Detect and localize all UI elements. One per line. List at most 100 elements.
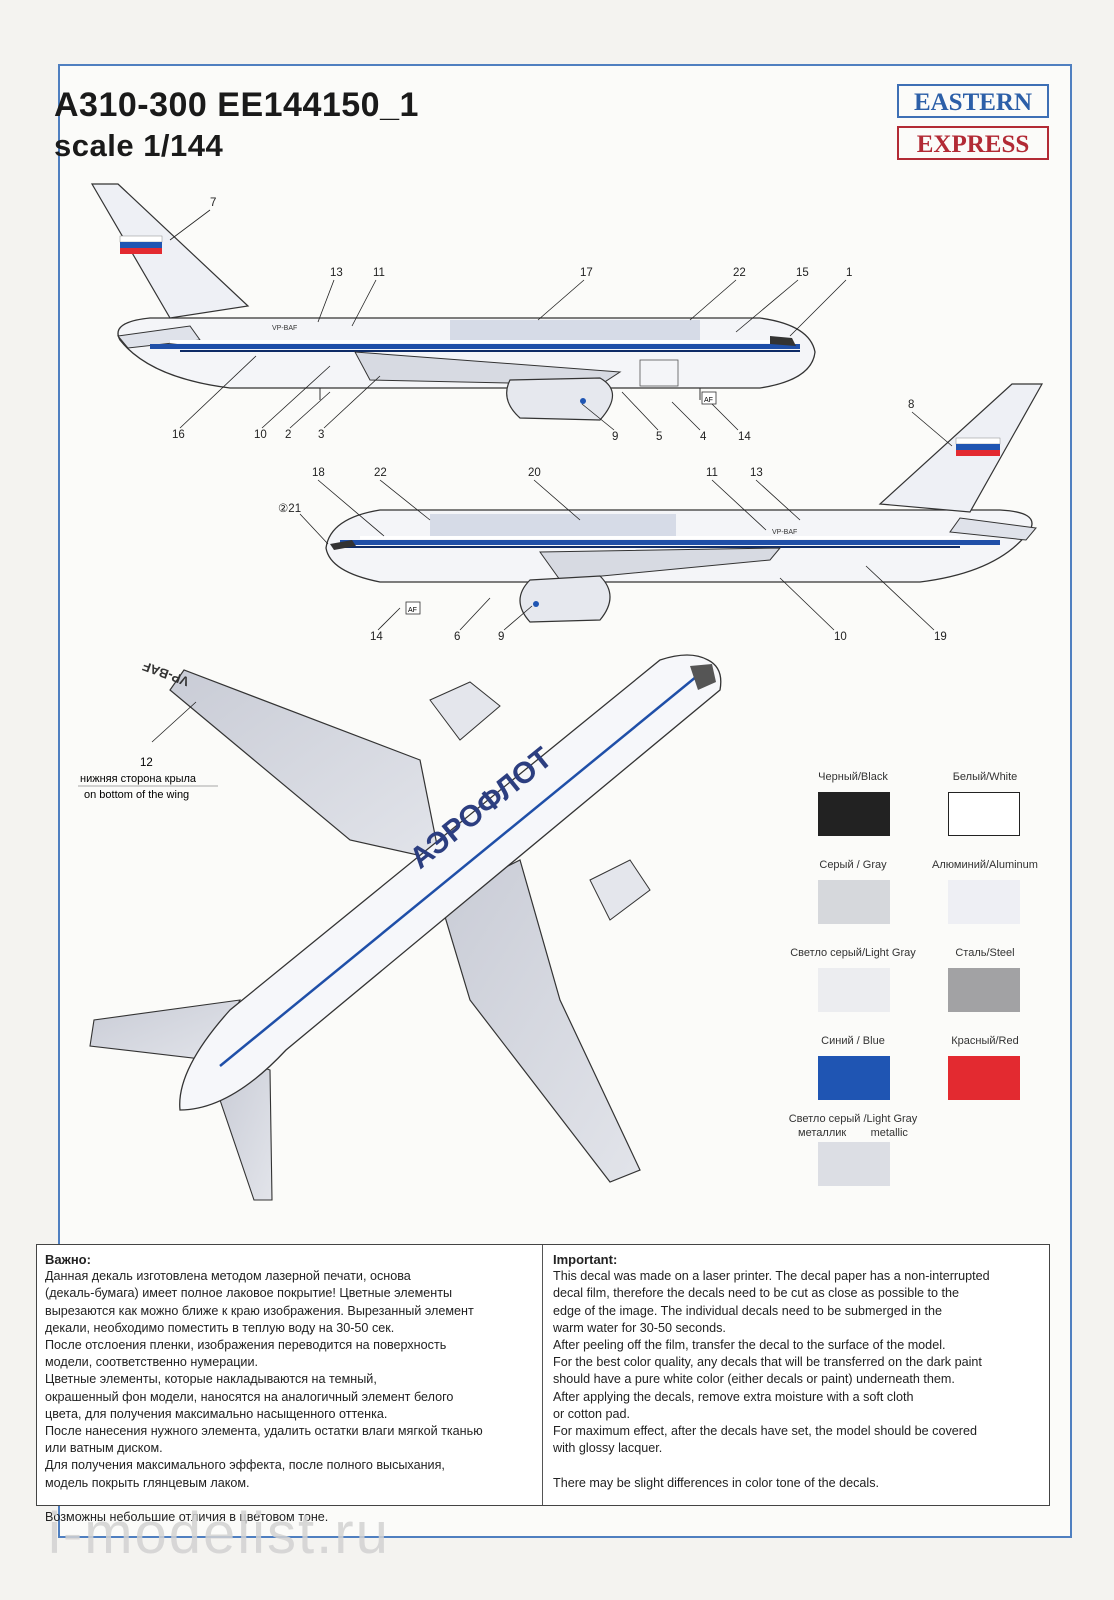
color-label-light-gray: Светло серый/Light Gray <box>790 947 916 959</box>
instruction-line <box>553 1457 1043 1474</box>
tail-fin-1 <box>90 183 250 319</box>
callout: 11 <box>373 267 385 279</box>
instruction-line: Данная декаль изготовлена методом лазерн… <box>45 1269 411 1284</box>
color-swatch-blue <box>818 1056 890 1100</box>
instruction-line: should have a pure white color (either d… <box>553 1372 955 1387</box>
color-swatch-gray <box>818 880 890 924</box>
instruction-line: Для получения максимального эффекта, пос… <box>45 1458 445 1473</box>
instruction-line: окрашенный фон модели, наносятся на анал… <box>45 1389 454 1404</box>
color-swatch-steel <box>948 968 1020 1012</box>
registration-1: VP-BAF <box>272 325 297 332</box>
callout: 2 <box>285 429 291 441</box>
color-label-red: Красный/Red <box>951 1035 1019 1047</box>
instruction-line: There may be slight differences in color… <box>553 1475 879 1490</box>
callout: 16 <box>172 429 185 441</box>
instruction-line: (декаль-бумага) имеет полное лаковое пок… <box>45 1286 453 1301</box>
callout: 3 <box>318 429 324 441</box>
horizontal-stabilizer-2 <box>949 517 1037 541</box>
instruction-line: вырезаются как можно ближе к краю изобра… <box>45 1303 474 1318</box>
callout: 1 <box>846 267 852 279</box>
callout: 9 <box>498 631 504 643</box>
fuselage-stripe-plan <box>219 671 703 1067</box>
aircraft-drawings: AF VP-BAF 7 13 11 17 22 15 1 16 10 2 3 9… <box>78 183 1044 1201</box>
side-view-left-profile: AF VP-BAF <box>90 183 816 421</box>
instruction-line: edge of the image. The individual decals… <box>553 1303 943 1318</box>
callout: 4 <box>700 431 707 443</box>
door-tag-1-text: AF <box>704 397 713 404</box>
callout: 18 <box>312 467 325 479</box>
registration-2: VP-BAF <box>772 529 797 536</box>
color-label-steel: Сталь/Steel <box>955 947 1015 959</box>
blurred-airline-title-2 <box>430 514 676 536</box>
instruction-line: Возможны небольшие отличия в цветовом то… <box>45 1510 329 1525</box>
door-tag-2 <box>405 601 421 615</box>
side-view-right-profile: AF VP-BAF <box>325 383 1044 623</box>
wing-note-ru: нижняя сторона крыла <box>80 773 197 785</box>
engine-1 <box>506 377 614 421</box>
blurred-airline-title-1 <box>450 320 700 340</box>
instructions-russian: Важно: Данная декаль изготовлена методом… <box>45 1251 535 1526</box>
model-title: A310-300 EE144150_1 <box>54 86 419 124</box>
logo-line-2: EXPRESS <box>897 126 1049 160</box>
callout: 22 <box>374 467 387 479</box>
engine-badge-2 <box>533 601 539 607</box>
instruction-line: После нанесения нужного элемента, удалит… <box>45 1424 483 1439</box>
russian-flag-tail-2 <box>955 437 1001 456</box>
color-swatch-light-gray-metallic <box>818 1142 890 1186</box>
left-wing-plan <box>169 669 441 861</box>
cheatline-dark-2 <box>340 546 960 548</box>
plan-view: АЭРОФЛОТ VP-BAF <box>89 654 722 1201</box>
color-swatch-red <box>948 1056 1020 1100</box>
logo-line-1: EASTERN <box>897 84 1049 118</box>
instructions-ru-heading: Важно: <box>45 1252 91 1267</box>
wing-note-number: 12 <box>140 757 153 769</box>
instruction-line: После отслоения пленки, изображения пере… <box>45 1338 447 1353</box>
instruction-line: цвета, для получения максимально насыщен… <box>45 1406 388 1421</box>
instruction-line: модель покрыть глянцевым лаком. <box>45 1475 250 1490</box>
instruction-line: или ватным диском. <box>45 1441 163 1456</box>
instruction-line: After applying the decals, remove extra … <box>553 1389 914 1404</box>
wing-2 <box>539 547 782 581</box>
callouts-side-2: 8 18 22 20 11 13 ②21 14 6 9 10 19 <box>278 399 953 643</box>
callout: 10 <box>254 429 267 441</box>
callout: 20 <box>528 467 541 479</box>
color-label-gray: Серый / Gray <box>819 859 887 871</box>
cockpit-window-1 <box>770 336 796 346</box>
instructions-en-heading: Important: <box>553 1252 618 1267</box>
instruction-line: For the best color quality, any decals t… <box>553 1355 982 1370</box>
cockpit-plan <box>690 664 716 690</box>
callout: 8 <box>908 399 914 411</box>
callout: 14 <box>370 631 383 643</box>
color-swatch-white <box>948 792 1020 836</box>
wing-note-en: on bottom of the wing <box>84 789 189 801</box>
callout: 10 <box>834 631 847 643</box>
russian-flag-tail-1 <box>119 235 163 254</box>
registration-plan: VP-BAF <box>140 659 191 690</box>
instructions-box: Важно: Данная декаль изготовлена методом… <box>36 1244 1050 1524</box>
instruction-line: or cotton pad. <box>553 1406 631 1421</box>
instruction-line: Цветные элементы, которые накладываются … <box>45 1372 377 1387</box>
column-divider <box>542 1245 543 1505</box>
engine-plan-left <box>429 681 501 741</box>
color-label-blue: Синий / Blue <box>821 1035 885 1047</box>
instruction-line: декали, необходимо поместить в теплую во… <box>45 1320 395 1335</box>
instructions-english: Important: This decal was made on a lase… <box>553 1251 1043 1492</box>
color-swatch-light-gray <box>818 968 890 1012</box>
door-tag-2-text: AF <box>408 607 417 614</box>
instruction-line: модели, соответственно нумерации. <box>45 1355 258 1370</box>
callout: 13 <box>750 467 763 479</box>
instruction-line: After peeling off the film, transfer the… <box>553 1338 946 1353</box>
callout: 15 <box>796 267 809 279</box>
cargo-door-1 <box>639 359 679 387</box>
callout: 6 <box>454 631 460 643</box>
door-tag-1 <box>701 391 717 405</box>
instruction-line: decal film, therefore the decals need to… <box>553 1286 960 1301</box>
instruction-line: This decal was made on a laser printer. … <box>553 1269 990 1284</box>
color-label-black: Черный/Black <box>818 771 888 783</box>
engine-plan-right <box>589 859 651 921</box>
color-swatch-aluminum <box>948 880 1020 924</box>
color-label-light-gray-metallic: Светло серый /Light Gray металлик metall… <box>788 1113 921 1139</box>
callout: ②21 <box>278 503 301 515</box>
callout: 19 <box>934 631 947 643</box>
cheatline-blue-1 <box>150 344 800 349</box>
